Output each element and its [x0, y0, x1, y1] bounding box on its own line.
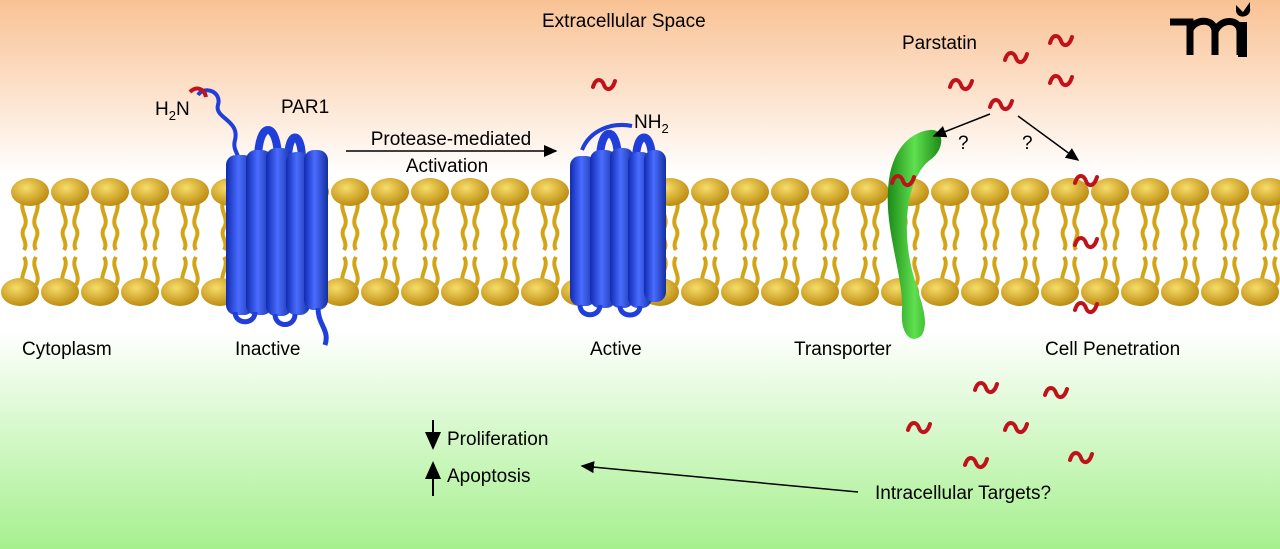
parstatin-peptide [1003, 421, 1029, 435]
lipid [961, 178, 1009, 306]
lipid [1241, 178, 1280, 306]
lipid [41, 178, 89, 306]
parstatin-peptide [948, 78, 974, 92]
extracellular-label: Extracellular Space [542, 11, 706, 32]
parstatin-label: Parstatin [902, 33, 977, 54]
lipid [681, 178, 729, 306]
lipid [841, 178, 889, 306]
parstatin-peptide [1068, 451, 1094, 465]
inactive-label: Inactive [235, 339, 300, 360]
par1-label: PAR1 [281, 97, 329, 118]
transporter-arrow [932, 113, 991, 138]
transporter-protein [887, 129, 942, 339]
question-mark-1: ? [958, 133, 969, 154]
parstatin-peptide [1073, 301, 1099, 315]
nh2-label: NH2 [634, 112, 669, 136]
lipid [521, 178, 569, 306]
lipid [921, 178, 969, 306]
cell-penetration-label: Cell Penetration [1045, 339, 1180, 360]
lipid [1081, 178, 1129, 306]
proliferation-label: Proliferation [447, 429, 548, 450]
penetration-arrow [1017, 115, 1080, 161]
parstatin-peptide [1048, 34, 1074, 48]
par1-inactive-receptor [188, 86, 329, 346]
transporter-label: Transporter [794, 339, 892, 360]
parstatin-peptide [1073, 174, 1099, 188]
lipid [161, 178, 209, 306]
lipid [1161, 178, 1209, 306]
question-mark-2: ? [1022, 133, 1033, 154]
h2n-label: H2N [155, 99, 190, 123]
lipid [401, 178, 449, 306]
lipid [1201, 178, 1249, 306]
lipid [361, 178, 409, 306]
lipid [321, 178, 369, 306]
lipid [121, 178, 169, 306]
parstatin-peptide [1043, 386, 1069, 400]
parstatin-peptide [890, 174, 916, 188]
parstatin-peptide [906, 421, 932, 435]
parstatin-peptide [1048, 74, 1074, 88]
lipid [721, 178, 769, 306]
parstatin-peptide [963, 456, 989, 470]
lipid [761, 178, 809, 306]
intracellular-arrow [580, 461, 859, 493]
active-label: Active [590, 339, 642, 360]
parstatin-peptide [1003, 51, 1029, 65]
logo [1170, 2, 1251, 57]
lipid [801, 178, 849, 306]
cytoplasm-label: Cytoplasm [22, 339, 112, 360]
protease-label: Protease-mediated [371, 129, 532, 150]
lipid [441, 178, 489, 306]
intracellular-targets-label: Intracellular Targets? [875, 483, 1051, 504]
lipid [1001, 178, 1049, 306]
lipid [81, 178, 129, 306]
lipid [1, 178, 49, 306]
parstatin-peptide [988, 98, 1014, 112]
parstatin-peptides [591, 34, 1099, 470]
apoptosis-label: Apoptosis [447, 466, 530, 487]
activation-label: Activation [406, 156, 488, 177]
lipid [481, 178, 529, 306]
parstatin-peptide [591, 78, 617, 92]
parstatin-peptide [1073, 236, 1099, 250]
par1-active-receptor [570, 123, 666, 318]
parstatin-peptide [973, 381, 999, 395]
lipid [1121, 178, 1169, 306]
